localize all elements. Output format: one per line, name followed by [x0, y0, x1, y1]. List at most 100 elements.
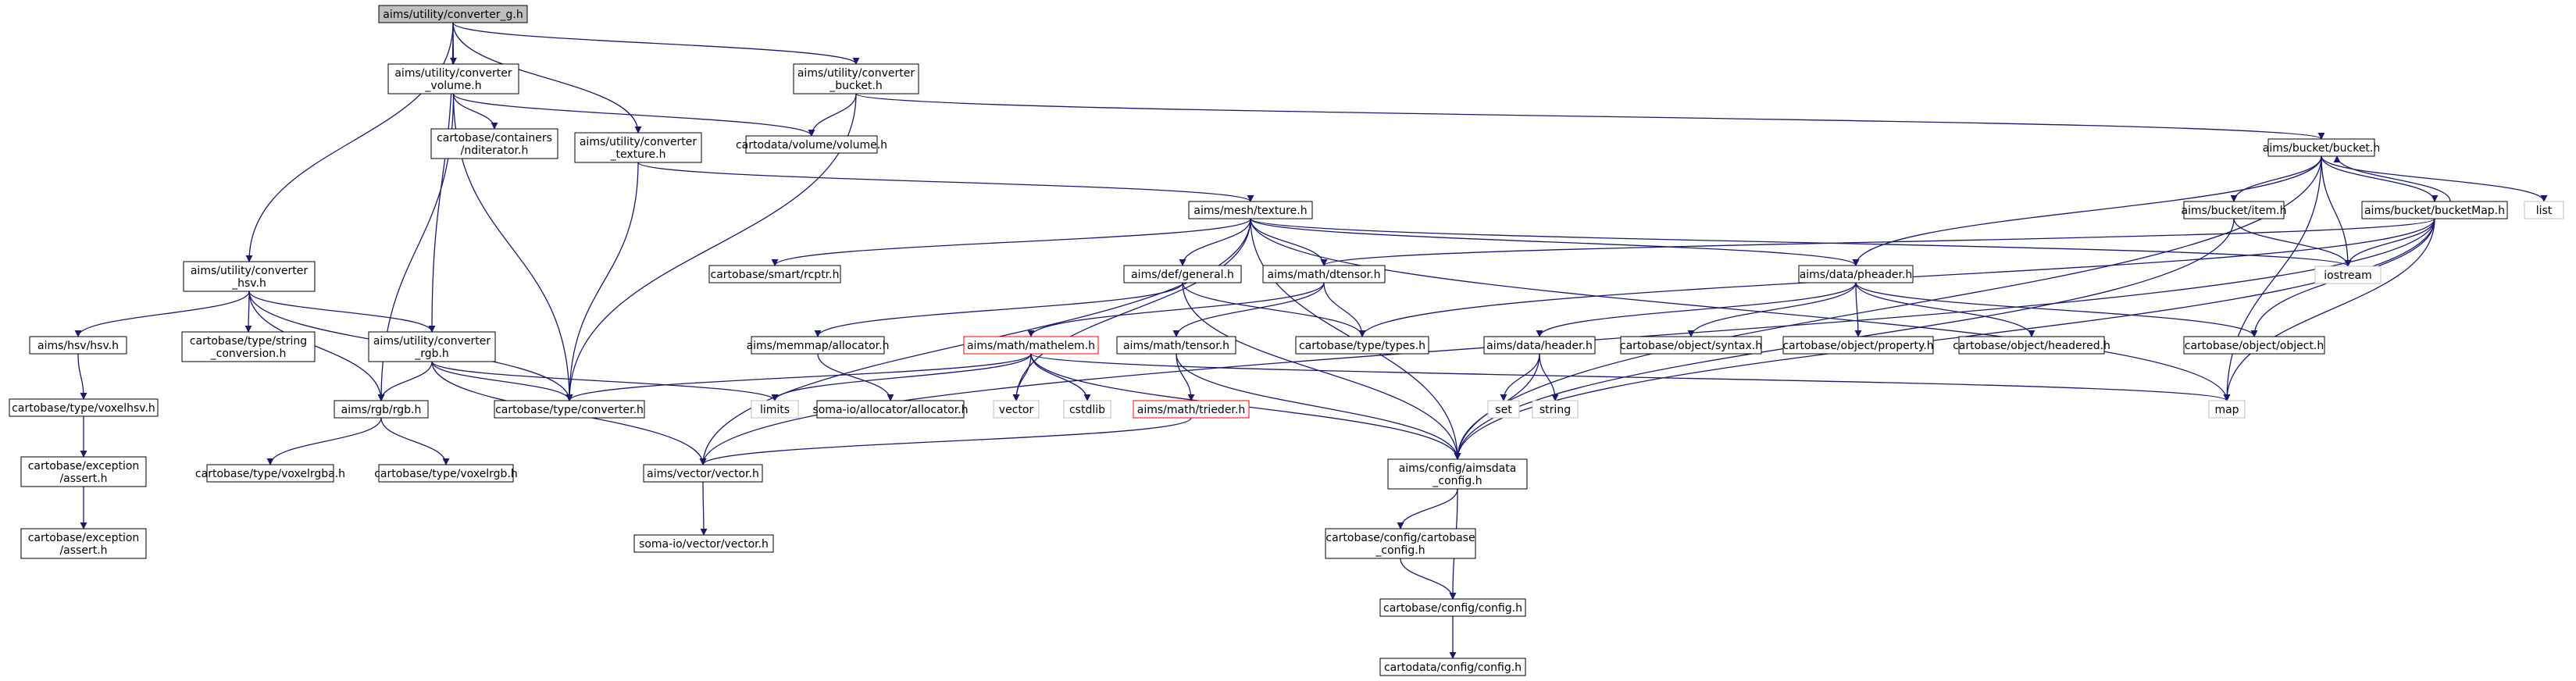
- node-vector: vector: [993, 400, 1040, 419]
- node-cbcfg-box: [1325, 528, 1476, 559]
- node-vector-label-line-0: vector: [999, 404, 1034, 416]
- node-chsv-box: [183, 261, 316, 292]
- node-cvol-label-line-0: aims/utility/converter: [394, 67, 512, 80]
- node-iostream-label-line-0: iostream: [2324, 269, 2372, 282]
- edge-pheader-to-header: [1536, 282, 1857, 337]
- node-assert2[interactable]: cartobase/exception/assert.h: [20, 528, 147, 559]
- node-assert2-box: [20, 528, 147, 559]
- node-header-label-line-0: aims/data/header.h: [1486, 340, 1593, 352]
- node-cbconfig-label-line-0: cartobase/config/config.h: [1383, 602, 1522, 615]
- node-strconv[interactable]: cartobase/type/string_conversion.h: [181, 331, 316, 362]
- node-limits: limits: [751, 400, 799, 419]
- node-cbcfg-label-line-0: cartobase/config/cartobase: [1325, 532, 1475, 544]
- edge-bmap-to-dtensor: [1320, 218, 2435, 266]
- node-cbcfg[interactable]: cartobase/config/cartobase_config.h: [1325, 528, 1476, 559]
- node-general-box: [1123, 265, 1242, 283]
- node-mathelem[interactable]: aims/math/mathelem.h: [963, 336, 1099, 355]
- node-pheader-box: [1798, 265, 1914, 283]
- node-root-box: [378, 5, 528, 23]
- node-aimscfg-label-line-1: _config.h: [1432, 475, 1482, 487]
- edge-header-to-set: [1500, 353, 1540, 401]
- node-memalloc-box: [751, 336, 885, 355]
- node-types[interactable]: cartobase/type/types.h: [1295, 336, 1429, 355]
- node-header[interactable]: aims/data/header.h: [1483, 336, 1596, 355]
- node-cvol[interactable]: aims/utility/converter_volume.h: [387, 63, 519, 94]
- node-vhsv[interactable]: cartobase/type/voxelhsv.h: [9, 398, 159, 417]
- node-object[interactable]: cartobase/object/object.h: [2183, 336, 2325, 355]
- node-aimscfg[interactable]: aims/config/aimsdata_config.h: [1387, 458, 1528, 490]
- node-vecvec[interactable]: aims/vector/vector.h: [643, 464, 763, 483]
- node-list: list: [2524, 201, 2564, 219]
- node-root[interactable]: aims/utility/converter_g.h: [378, 5, 528, 23]
- node-tex[interactable]: aims/mesh/texture.h: [1188, 201, 1313, 219]
- node-vector-box: [993, 400, 1040, 419]
- node-rgb[interactable]: aims/rgb/rgb.h: [334, 400, 429, 419]
- node-conv-label-line-0: cartobase/type/converter.h: [495, 404, 644, 416]
- node-rgb-box: [334, 400, 429, 419]
- node-conv[interactable]: cartobase/type/converter.h: [494, 400, 645, 419]
- node-chsv-label-line-0: aims/utility/converter: [191, 265, 309, 277]
- node-vrgba[interactable]: cartobase/type/voxelrgba.h: [195, 464, 345, 483]
- node-vhsv-box: [9, 398, 159, 417]
- node-bmap[interactable]: aims/bucket/bucketMap.h: [2361, 201, 2508, 219]
- edge-bmap-to-iostream: [2344, 218, 2435, 267]
- node-assert1[interactable]: cartobase/exception/assert.h: [20, 456, 147, 487]
- node-syntax-label-line-0: cartobase/object/syntax.h: [1620, 340, 1762, 352]
- node-cbuck[interactable]: aims/utility/converter_bucket.h: [793, 63, 919, 94]
- node-dtensor[interactable]: aims/math/dtensor.h: [1262, 265, 1386, 283]
- node-ctex[interactable]: aims/utility/converter_texture.h: [574, 132, 702, 163]
- node-hsv[interactable]: aims/hsv/hsv.h: [29, 336, 127, 355]
- node-property-box: [1782, 336, 1934, 355]
- edge-mathelem-to-map: [1030, 353, 2231, 401]
- node-set-label-line-0: set: [1495, 404, 1512, 416]
- node-ctex-box: [574, 132, 702, 163]
- node-ndit[interactable]: cartobase/containers/nditerator.h: [430, 128, 558, 159]
- edge-tensor-to-aimscfg: [1176, 353, 1461, 460]
- node-headered[interactable]: cartobase/object/headered.h: [1953, 336, 2110, 355]
- node-bucket[interactable]: aims/bucket/bucket.h: [2263, 138, 2381, 157]
- node-vol[interactable]: cartodata/volume/volume.h: [736, 135, 887, 154]
- edge-pheader-to-headered: [1855, 282, 2035, 337]
- node-vecvec-box: [643, 464, 763, 483]
- node-memalloc[interactable]: aims/memmap/allocator.h: [747, 336, 890, 355]
- node-tensor-box: [1116, 336, 1236, 355]
- node-general[interactable]: aims/def/general.h: [1123, 265, 1242, 283]
- node-tensor[interactable]: aims/math/tensor.h: [1116, 336, 1236, 355]
- edge-crgb-to-conv: [431, 361, 573, 401]
- node-vrgb[interactable]: cartobase/type/voxelrgb.h: [374, 464, 518, 483]
- node-string: string: [1532, 400, 1579, 419]
- node-cdconfig[interactable]: cartodata/config/config.h: [1379, 658, 1526, 676]
- node-string-box: [1532, 400, 1579, 419]
- node-crgb-box: [368, 331, 496, 362]
- node-vol-label-line-0: cartodata/volume/volume.h: [736, 139, 887, 152]
- node-list-label-line-0: list: [2536, 205, 2553, 217]
- edge-cbuck-to-vol: [808, 93, 857, 137]
- node-property[interactable]: cartobase/object/property.h: [1782, 336, 1934, 355]
- node-chsv-label-line-1: _hsv.h: [231, 277, 266, 290]
- node-rcptr[interactable]: cartobase/smart/rcptr.h: [708, 265, 841, 283]
- node-pheader[interactable]: aims/data/pheader.h: [1798, 265, 1914, 283]
- node-cbconfig[interactable]: cartobase/config/config.h: [1379, 598, 1526, 617]
- edge-pheader-to-syntax: [1687, 282, 1857, 337]
- edge-rgb-to-vrgba: [266, 417, 382, 465]
- node-mathelem-label-line-0: aims/math/mathelem.h: [967, 340, 1095, 352]
- edge-pheader-to-object: [1855, 282, 2258, 337]
- node-cstdlib: cstdlib: [1063, 400, 1111, 419]
- node-syntax[interactable]: cartobase/object/syntax.h: [1620, 336, 1762, 355]
- node-somavec[interactable]: soma-io/vector/vector.h: [633, 534, 774, 553]
- node-cbcfg-label-line-1: _config.h: [1375, 544, 1425, 557]
- node-syntax-box: [1620, 336, 1762, 355]
- node-object-box: [2183, 336, 2325, 355]
- node-cstdlib-box: [1063, 400, 1111, 419]
- node-trieder-label-line-0: aims/math/trieder.h: [1137, 404, 1245, 416]
- edge-general-to-memalloc: [814, 282, 1183, 337]
- node-somaalloc[interactable]: soma-io/allocator/allocator.h: [812, 400, 969, 419]
- node-cbuck-label-line-0: aims/utility/converter: [797, 67, 915, 80]
- node-cvol-label-line-1: _volume.h: [424, 80, 481, 92]
- node-item[interactable]: aims/bucket/item.h: [2182, 201, 2287, 219]
- node-trieder[interactable]: aims/math/trieder.h: [1133, 400, 1250, 419]
- edge-memalloc-to-somaalloc: [817, 353, 894, 401]
- node-chsv[interactable]: aims/utility/converter_hsv.h: [183, 261, 316, 292]
- edge-tex-to-general: [1179, 218, 1251, 266]
- node-crgb[interactable]: aims/utility/converter_rgb.h: [368, 331, 496, 362]
